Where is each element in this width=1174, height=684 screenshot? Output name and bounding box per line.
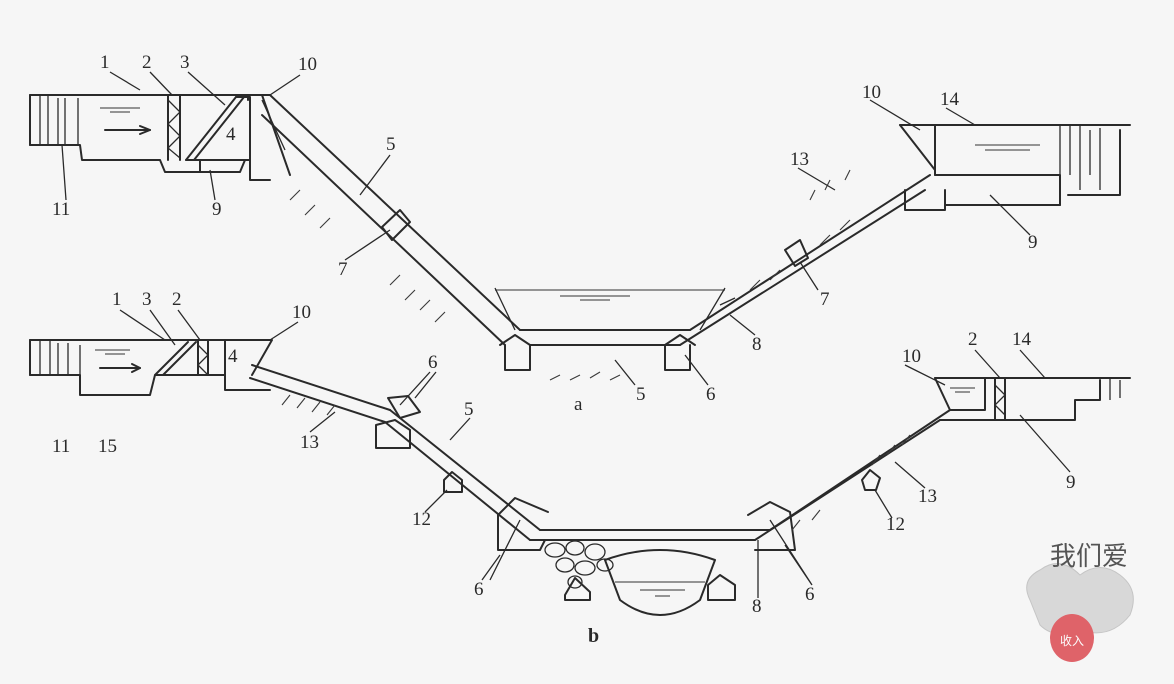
label-a-10-left: 10 (298, 54, 317, 75)
diagram-b-leader-lines (119, 309, 1071, 598)
diagram-b-outlet-structure (934, 377, 1131, 421)
label-a-7-right: 7 (820, 289, 830, 310)
label-b-4: 4 (228, 346, 238, 367)
label-b-13-right: 13 (918, 486, 937, 507)
diagram-a-bottom-pipe (494, 287, 726, 381)
label-b-11: 11 (52, 436, 70, 457)
label-b-2-right: 2 (968, 329, 978, 350)
label-b-12-left: 12 (412, 509, 431, 530)
diagram-a: 1 2 3 10 4 11 9 5 7 10 14 13 9 7 8 5 6 a (29, 52, 1131, 415)
label-a-3: 3 (180, 52, 190, 73)
diagram-b: 1 3 2 10 4 11 15 6 5 13 12 6 10 2 14 9 1… (29, 289, 1131, 647)
watermark-text: 我们爱 (1050, 542, 1128, 572)
label-b-6-upper: 6 (428, 352, 438, 373)
label-a-1: 1 (100, 52, 110, 73)
diagram-a-outlet-structure (899, 124, 1131, 211)
diagram-a-inlet-structure (29, 94, 291, 181)
label-a-2: 2 (142, 52, 152, 73)
seal-icon (1050, 614, 1094, 662)
label-b-1: 1 (112, 289, 122, 310)
label-b-3: 3 (142, 289, 152, 310)
label-b-15: 15 (98, 436, 117, 457)
label-b-9: 9 (1066, 472, 1076, 493)
seal-text: 收入 (1060, 634, 1084, 648)
label-a-14: 14 (940, 89, 960, 110)
label-b-13-left: 13 (300, 432, 319, 453)
label-a-5-slope: 5 (386, 134, 396, 155)
label-a-10-right: 10 (862, 82, 881, 103)
label-b-6-lower-right: 6 (805, 584, 815, 605)
caption-b: b (588, 625, 599, 647)
label-b-5: 5 (464, 399, 474, 420)
riprap-stones (544, 540, 614, 589)
diagram-a-right-pipe (679, 169, 931, 346)
label-b-12-right: 12 (886, 514, 905, 535)
diagram-b-labels: 1 3 2 10 4 11 15 6 5 13 12 6 10 2 14 9 1… (52, 289, 1076, 647)
diagram-a-labels: 1 2 3 10 4 11 9 5 7 10 14 13 9 7 8 5 6 a (52, 52, 1038, 415)
label-a-4: 4 (226, 124, 236, 145)
label-a-13: 13 (790, 149, 809, 170)
label-a-8: 8 (752, 334, 762, 355)
label-a-9-left: 9 (212, 199, 222, 220)
label-b-10-left: 10 (292, 302, 311, 323)
label-a-6: 6 (706, 384, 716, 405)
label-a-5-bottom: 5 (636, 384, 646, 405)
diagram-b-inlet-structure (29, 339, 273, 396)
label-b-2: 2 (172, 289, 182, 310)
diagram-b-right-pipe (754, 409, 951, 541)
label-b-14: 14 (1012, 329, 1032, 350)
diagram-a-leader-lines (61, 71, 1031, 386)
label-a-7-left: 7 (338, 259, 348, 280)
diagram-b-bottom (497, 497, 796, 616)
watermark-logo: 我们爱 收入 (1026, 542, 1134, 662)
label-a-9-right: 9 (1028, 232, 1038, 253)
label-b-6-lower-left: 6 (474, 579, 484, 600)
caption-a: a (574, 394, 583, 415)
label-a-11: 11 (52, 199, 70, 220)
label-b-8: 8 (752, 596, 762, 617)
label-b-10-right: 10 (902, 346, 921, 367)
diagram-b-left-pipe (249, 364, 541, 541)
diagram-a-left-pipe (261, 94, 521, 346)
